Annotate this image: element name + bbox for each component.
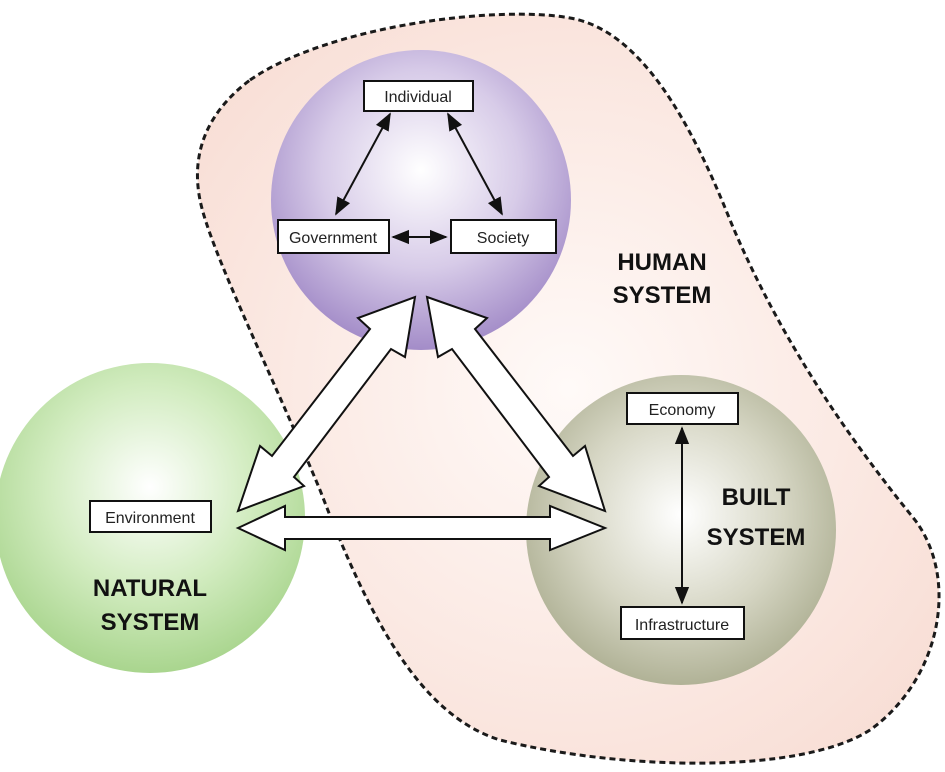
human-system-label-line1: HUMAN [617,249,706,276]
built-system-label: BUILT SYSTEM [707,484,806,551]
node-society: Society [450,219,557,254]
node-individual: Individual [363,80,474,112]
built-system-label-line1: BUILT [722,484,791,511]
node-government: Government [277,219,390,254]
node-infrastructure-label: Infrastructure [635,617,729,634]
arrow-individual-government [335,112,391,216]
node-individual-label: Individual [384,89,452,106]
natural-system-label-line2: SYSTEM [101,609,200,636]
arrow-human-natural [236,295,417,513]
node-government-label: Government [289,230,378,247]
node-infrastructure: Infrastructure [620,606,745,640]
arrow-individual-society [447,112,503,216]
node-economy-label: Economy [649,402,716,419]
natural-system-label: NATURAL SYSTEM [93,575,207,636]
node-environment-label: Environment [105,510,195,527]
arrow-human-built [425,295,607,513]
built-system-label-line2: SYSTEM [707,524,806,551]
natural-system-label-line1: NATURAL [93,575,207,602]
arrow-natural-built [235,504,608,552]
node-society-label: Society [477,230,529,247]
human-system-label-line2: SYSTEM [613,282,712,309]
node-economy: Economy [626,392,739,425]
node-environment: Environment [89,500,212,533]
human-system-label: HUMAN SYSTEM [613,249,712,309]
